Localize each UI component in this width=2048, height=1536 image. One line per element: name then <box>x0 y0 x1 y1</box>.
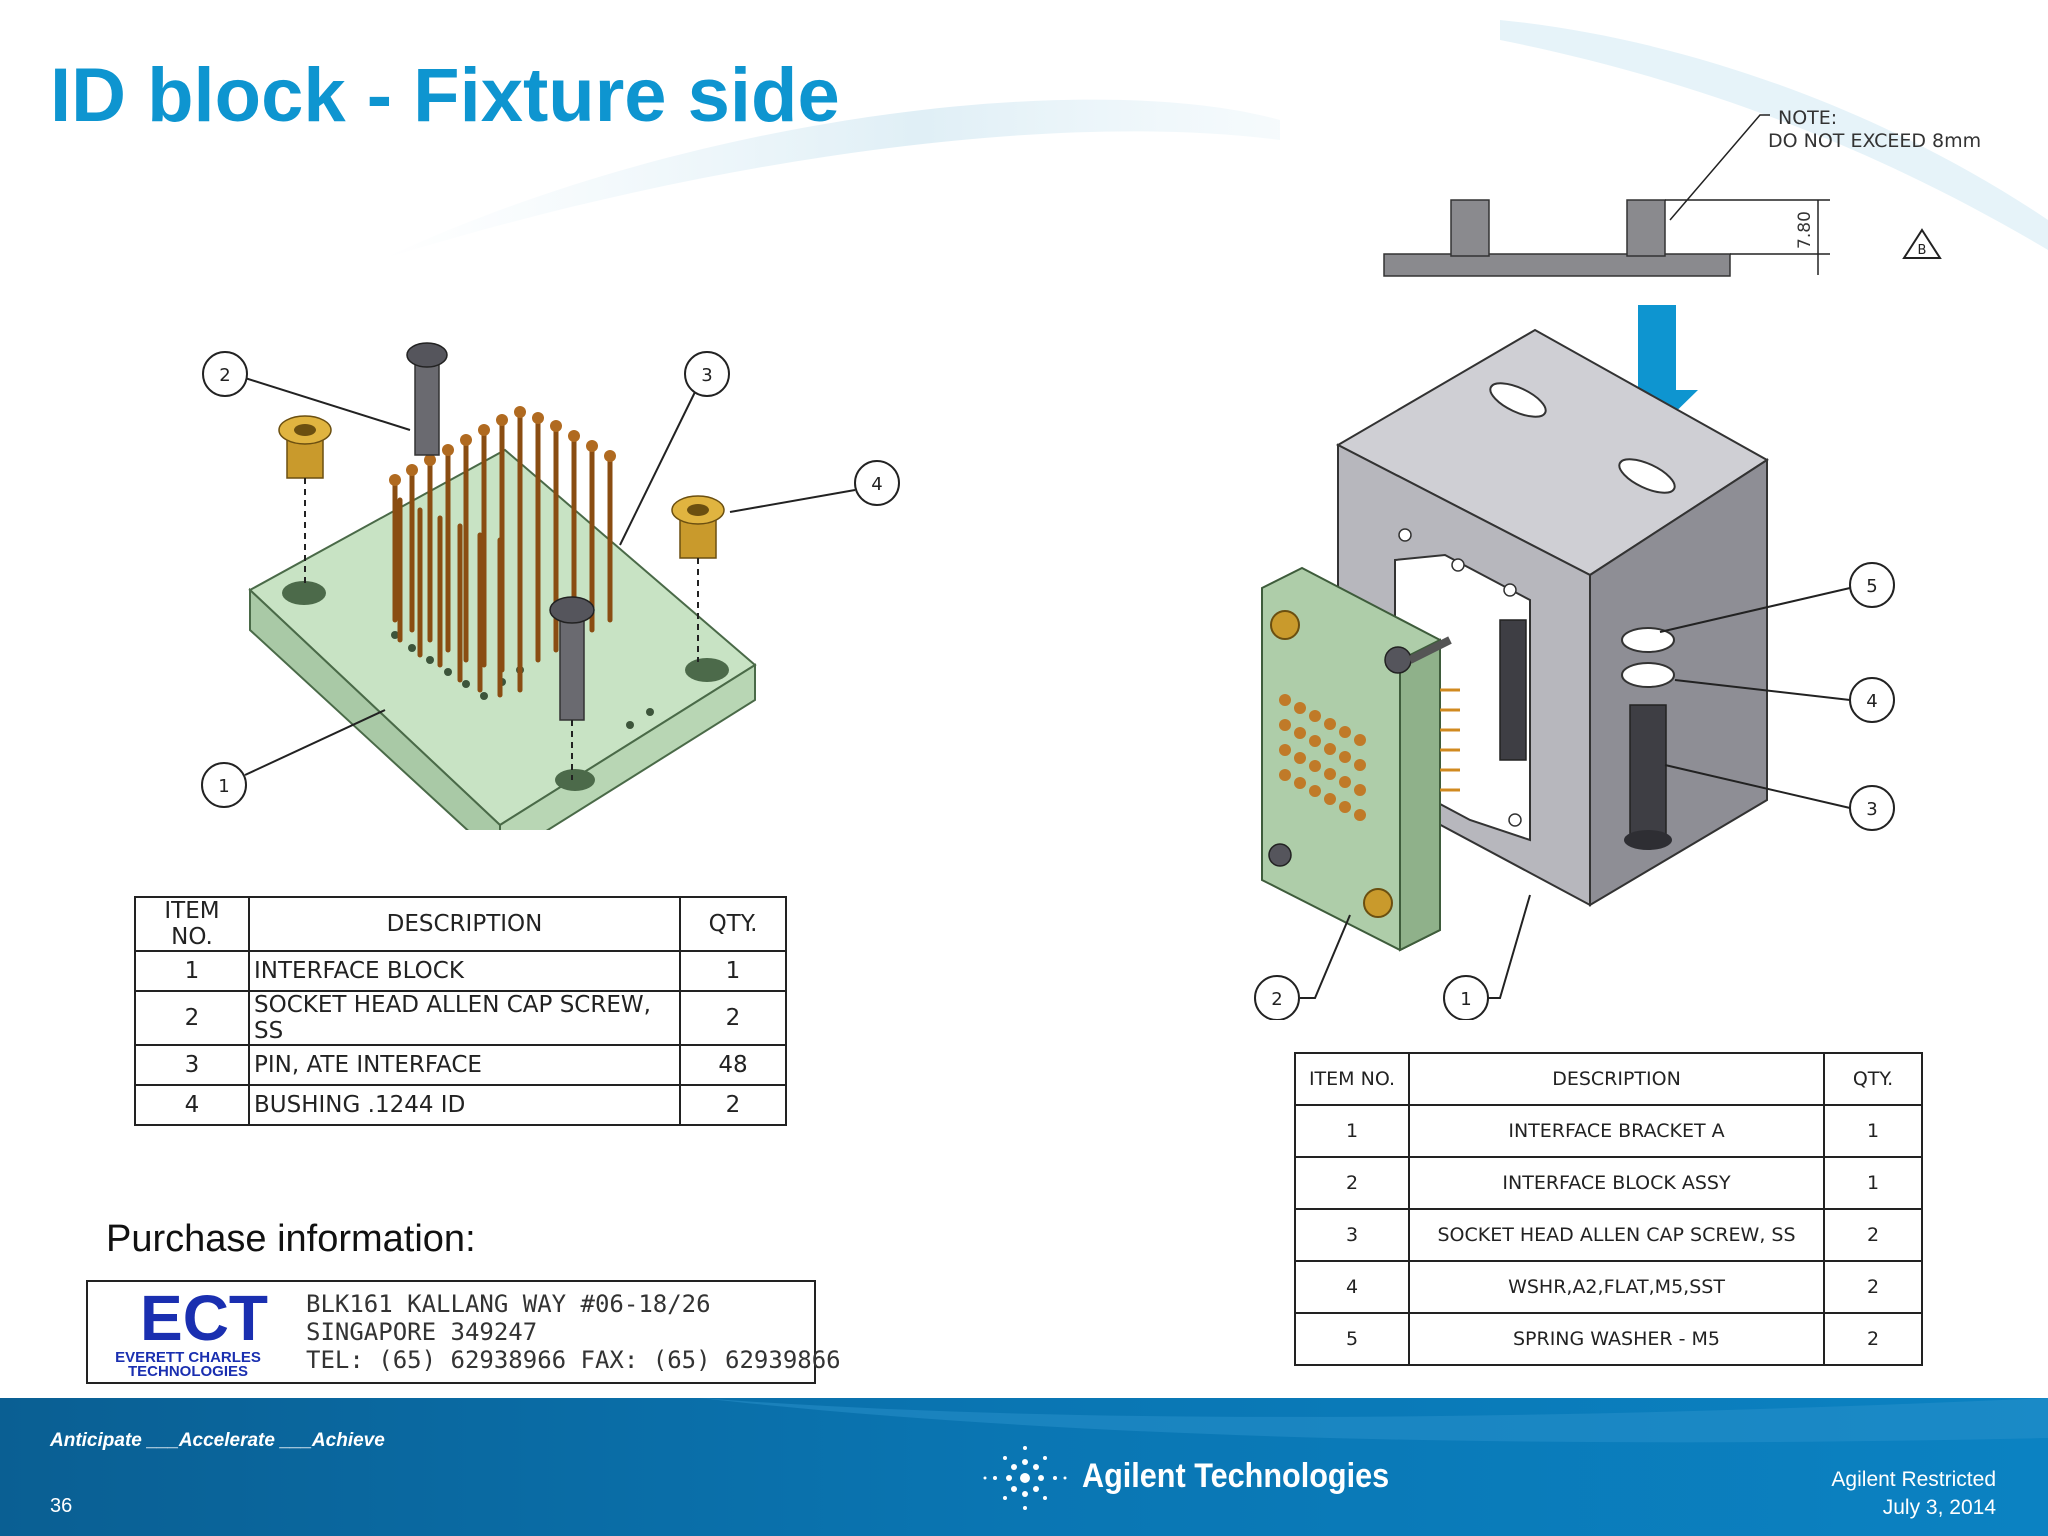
table-row: 2 INTERFACE BLOCK ASSY 1 <box>1294 1156 1923 1210</box>
column-header: ITEM NO. <box>1294 1052 1410 1106</box>
description-cell: INTERFACE BLOCK <box>248 950 681 992</box>
phone-fax-line: TEL: (65) 62938966 FAX: (65) 62939866 <box>306 1346 841 1374</box>
agilent-spark-logo-icon <box>983 1446 1067 1510</box>
balloon-3 <box>1849 785 1895 831</box>
classification-label: Agilent Restricted <box>1831 1468 1996 1491</box>
interface-block-drawing: 2 3 4 1 <box>201 342 900 830</box>
balloon-4 <box>854 460 900 506</box>
page-number: 36 <box>50 1495 73 1517</box>
item-no-cell: 2 <box>134 990 250 1046</box>
table-row: 3 PIN, ATE INTERFACE 48 <box>134 1044 787 1086</box>
qty-cell: 2 <box>1823 1312 1923 1366</box>
qty-cell: 2 <box>679 990 787 1046</box>
revision-label: B <box>1918 243 1927 258</box>
item-no-cell: 4 <box>1294 1260 1410 1314</box>
table-row: 5 SPRING WASHER - M5 2 <box>1294 1312 1923 1366</box>
item-no-cell: 4 <box>134 1084 250 1126</box>
company-name: Agilent Technologies <box>1082 1457 1390 1495</box>
qty-cell: 2 <box>679 1084 787 1126</box>
item-no-cell: 1 <box>134 950 250 992</box>
qty-cell: 48 <box>679 1044 787 1086</box>
footer-tagline: Anticipate ___Accelerate ___Achieve <box>50 1430 385 1451</box>
balloon-label: 3 <box>701 365 712 386</box>
table-row: 1 INTERFACE BLOCK 1 <box>134 950 787 992</box>
balloon-label: 3 <box>1866 799 1877 820</box>
bom-table-left: ITEM NO. DESCRIPTION QTY. 1 INTERFACE BL… <box>134 896 787 1126</box>
table-header-row: ITEM NO. DESCRIPTION QTY. <box>1294 1052 1923 1106</box>
item-no-cell: 5 <box>1294 1312 1410 1366</box>
item-no-cell: 1 <box>1294 1104 1410 1158</box>
qty-cell: 2 <box>1823 1260 1923 1314</box>
item-no-cell: 3 <box>134 1044 250 1086</box>
note-text: DO NOT EXCEED 8mm <box>1768 130 1981 152</box>
balloon-5 <box>1849 562 1895 608</box>
slide-date: July 3, 2014 <box>1882 1496 1996 1519</box>
logo-subtext: EVERETT CHARLES <box>115 1349 261 1366</box>
balloon-label: 2 <box>219 365 230 386</box>
slide-title: ID block - Fixture side <box>50 53 840 138</box>
column-header: QTY. <box>1823 1052 1923 1106</box>
balloon-label: 5 <box>1866 576 1877 597</box>
balloon-label: 4 <box>871 474 882 495</box>
table-row: 1 INTERFACE BRACKET A 1 <box>1294 1104 1923 1158</box>
description-cell: INTERFACE BLOCK ASSY <box>1408 1156 1825 1210</box>
table-row: 4 BUSHING .1244 ID 2 <box>134 1084 787 1126</box>
bom-table-right: ITEM NO. DESCRIPTION QTY. 1 INTERFACE BR… <box>1294 1052 1923 1366</box>
logo-text: ECT <box>140 1282 268 1354</box>
qty-cell: 1 <box>1823 1156 1923 1210</box>
table-row: 4 WSHR,A2,FLAT,M5,SST 2 <box>1294 1260 1923 1314</box>
description-cell: SOCKET HEAD ALLEN CAP SCREW, SS <box>1408 1208 1825 1262</box>
column-header: DESCRIPTION <box>1408 1052 1825 1106</box>
footer-band <box>0 1398 2048 1536</box>
qty-cell: 1 <box>679 950 787 992</box>
column-header: DESCRIPTION <box>248 896 681 952</box>
address-line: BLK161 KALLANG WAY #06-18/26 <box>306 1290 711 1318</box>
qty-cell: 1 <box>1823 1104 1923 1158</box>
supplier-address: BLK161 KALLANG WAY #06-18/26 SINGAPORE 3… <box>306 1290 841 1374</box>
item-no-cell: 3 <box>1294 1208 1410 1262</box>
revision-triangle <box>1902 228 1942 259</box>
balloon-label: 4 <box>1866 691 1877 712</box>
description-cell: PIN, ATE INTERFACE <box>248 1044 681 1086</box>
balloon-label: 1 <box>218 776 229 797</box>
item-no-cell: 2 <box>1294 1156 1410 1210</box>
description-cell: BUSHING .1244 ID <box>248 1084 681 1126</box>
table-row: 3 SOCKET HEAD ALLEN CAP SCREW, SS 2 <box>1294 1208 1923 1262</box>
background-swoosh <box>380 20 2048 260</box>
balloon-2 <box>202 351 248 397</box>
table-row: 2 SOCKET HEAD ALLEN CAP SCREW, SS 2 <box>134 990 787 1046</box>
balloon-label: 2 <box>1271 989 1282 1010</box>
description-cell: SPRING WASHER - M5 <box>1408 1312 1825 1366</box>
supplier-card: ECT EVERETT CHARLES TECHNOLOGIES BLK161 … <box>86 1280 841 1384</box>
balloon-4 <box>1849 677 1895 723</box>
note-label: NOTE: <box>1778 107 1837 129</box>
logo-subtext: TECHNOLOGIES <box>128 1363 248 1380</box>
dimension-label: 7.80 <box>1795 211 1815 249</box>
balloon-1 <box>1443 975 1489 1020</box>
table-header-row: ITEM NO. DESCRIPTION QTY. <box>134 896 787 952</box>
description-cell: INTERFACE BRACKET A <box>1408 1104 1825 1158</box>
balloon-1 <box>201 762 247 808</box>
balloon-3 <box>684 351 730 397</box>
qty-cell: 2 <box>1823 1208 1923 1262</box>
classification-block: Agilent Restricted July 3, 2014 <box>1831 1466 1996 1522</box>
column-header: ITEM NO. <box>134 896 250 952</box>
description-cell: WSHR,A2,FLAT,M5,SST <box>1408 1260 1825 1314</box>
column-header: QTY. <box>679 896 787 952</box>
ect-logo: ECT EVERETT CHARLES TECHNOLOGIES <box>115 1282 268 1380</box>
description-cell: SOCKET HEAD ALLEN CAP SCREW, SS <box>248 990 681 1046</box>
balloon-2 <box>1254 975 1300 1020</box>
interface-bracket-drawing: NOTE: DO NOT EXCEED 8mm 7.80 B <box>1254 107 1981 1020</box>
address-line: SINGAPORE 349247 <box>306 1318 538 1346</box>
purchase-info-label: Purchase information: <box>106 1218 476 1260</box>
balloon-label: 1 <box>1460 989 1471 1010</box>
